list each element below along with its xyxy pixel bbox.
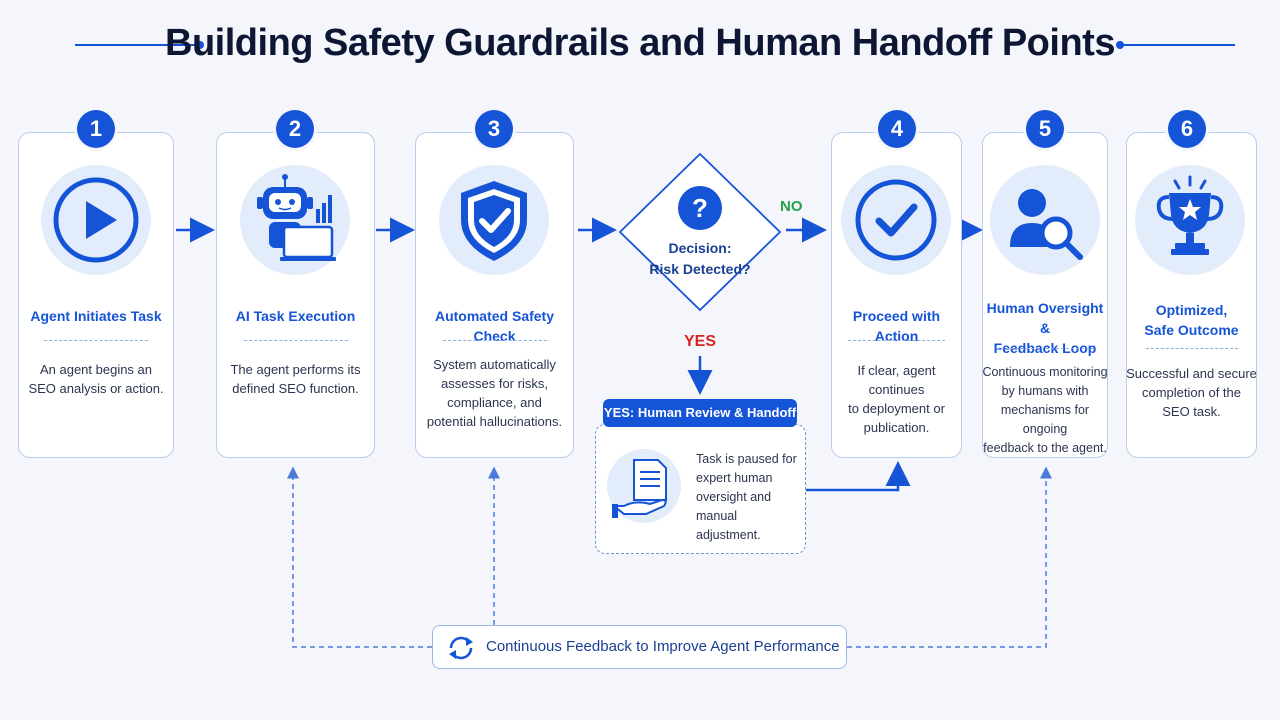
desc-line: Continuous monitoring: [982, 365, 1108, 379]
desc-line: An agent begins an: [39, 362, 153, 377]
title-rule-right-dot: [1116, 41, 1124, 49]
desc-line: potential hallucinations.: [426, 414, 563, 429]
step-description-1: An agent begins an SEO analysis or actio…: [18, 360, 174, 398]
step-badge-2: 2: [276, 110, 314, 148]
decision-line-1: Decision:: [668, 240, 732, 256]
cycle-arrows-icon: [449, 636, 473, 660]
desc-line: mechanisms for ongoing: [1000, 403, 1090, 436]
decision-diamond: [618, 152, 782, 312]
step-description-6: Successful and secure completion of the …: [1126, 364, 1257, 421]
trophy-star-icon: [1156, 175, 1224, 255]
robot-laptop-icon: [257, 174, 336, 261]
decision-label: Decision: Risk Detected?: [630, 238, 770, 280]
step-title-1: Agent Initiates Task: [30, 308, 162, 324]
desc-line: manual adjustment.: [696, 509, 761, 542]
step-badge-6: 6: [1168, 110, 1206, 148]
title-rule-left-dot: [196, 41, 204, 49]
step-title-6: Optimized, Safe Outcome: [1126, 300, 1257, 340]
step-title-5: Human Oversight & Feedback Loop: [982, 298, 1108, 358]
step-badge-5: 5: [1026, 110, 1064, 148]
step-icon-disc-4: [841, 165, 951, 275]
document-hand-icon: [607, 449, 681, 523]
desc-line: Successful and secure: [1126, 366, 1257, 381]
step-divider-6: [1146, 348, 1238, 349]
title-line: Safe Outcome: [1144, 322, 1239, 338]
desc-line: expert human: [696, 471, 773, 485]
question-icon: [678, 186, 722, 230]
branch-yes-label: YES: [684, 333, 717, 350]
title-line: Human Oversight &: [986, 300, 1104, 336]
feedback-loop-to-step-2: [287, 466, 432, 648]
desc-line: Task is paused for: [696, 452, 797, 466]
person-magnifier-icon: [1010, 189, 1083, 260]
step-icon-disc-1: [41, 165, 151, 275]
desc-line: SEO task.: [1162, 404, 1221, 419]
desc-line: System automatically: [433, 357, 556, 372]
desc-line: The agent performs its: [230, 362, 361, 377]
desc-line: by humans with: [1001, 384, 1089, 398]
step-description-5: Continuous monitoring by humans with mec…: [982, 363, 1108, 458]
step-badge-4: 4: [878, 110, 916, 148]
play-icon: [53, 177, 139, 263]
question-mark-glyph: ?: [692, 193, 708, 223]
step-divider-1: [44, 340, 148, 341]
feedback-loop-box: [432, 625, 847, 669]
branch-no-label: NO: [780, 198, 803, 215]
step-description-2: The agent performs its defined SEO funct…: [216, 360, 375, 398]
step-icon-disc-5: [990, 165, 1100, 275]
step-divider-4: [848, 340, 945, 341]
shield-check-icon: [461, 181, 527, 261]
feedback-loop-label: Continuous Feedback to Improve Agent Per…: [486, 638, 840, 655]
step-divider-3: [443, 340, 547, 341]
desc-line: publication.: [863, 420, 930, 435]
page-title: Building Safety Guardrails and Human Han…: [165, 22, 1115, 64]
step-title-2: AI Task Execution: [235, 308, 356, 324]
step-icon-disc-6: [1135, 165, 1245, 275]
desc-line: oversight and: [696, 490, 772, 504]
handoff-description: Task is paused for expert human oversigh…: [696, 450, 804, 545]
desc-line: If clear, agent continues: [857, 363, 936, 397]
title-line: Optimized,: [1155, 302, 1228, 318]
desc-line: defined SEO function.: [232, 381, 359, 396]
desc-line: to deployment or: [848, 401, 945, 416]
desc-line: compliance, and: [447, 395, 542, 410]
desc-line: completion of the: [1141, 385, 1241, 400]
step-icon-disc-2: [240, 165, 350, 275]
step-icon-disc-3: [439, 165, 549, 275]
step-divider-2: [244, 340, 348, 341]
checkmark-icon: [855, 179, 937, 261]
step-description-3: System automatically assesses for risks,…: [415, 355, 574, 431]
desc-line: SEO analysis or action.: [28, 381, 164, 396]
handoff-header: YES: Human Review & Handoff: [603, 399, 797, 427]
arrow-handoff-to-4: [806, 461, 911, 492]
decision-line-2: Risk Detected?: [649, 261, 751, 277]
step-badge-3: 3: [475, 110, 513, 148]
desc-line: assesses for risks,: [441, 376, 548, 391]
feedback-loop-to-step-5: [847, 466, 1052, 648]
step-description-4: If clear, agent continues to deployment …: [831, 361, 962, 437]
step-divider-5: [996, 348, 1094, 349]
step-badge-1: 1: [77, 110, 115, 148]
desc-line: feedback to the agent.: [983, 441, 1107, 455]
